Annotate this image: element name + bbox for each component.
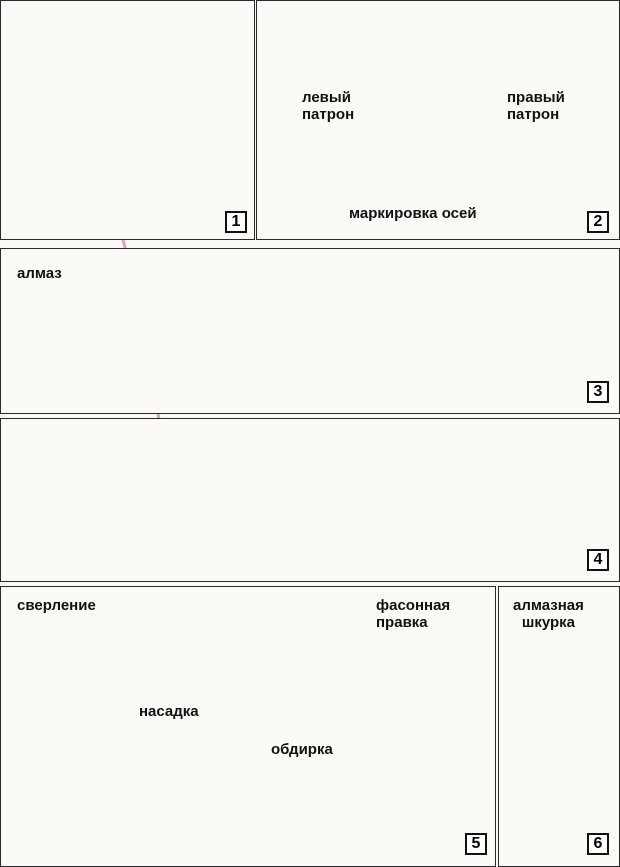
- panel-number: 3: [587, 381, 609, 403]
- diamond-label: алмаз: [17, 265, 62, 282]
- roughing-label: обдирка: [271, 741, 333, 758]
- panel-4: 4: [0, 418, 620, 582]
- panel-3: алмаз 3: [0, 248, 620, 414]
- panel-1: 1: [0, 0, 255, 240]
- panel-number: 1: [225, 211, 247, 233]
- panel-5: сверление насадка обдирка фасонная правк…: [0, 586, 496, 867]
- panel-number: 6: [587, 833, 609, 855]
- left-chuck-label: левый патрон: [302, 89, 355, 123]
- panel-6: алмазная шкурка 6: [498, 586, 620, 867]
- axis-marking-label: маркировка осей: [349, 205, 477, 222]
- panel-number: 5: [465, 833, 487, 855]
- right-chuck-label: правый патрон: [507, 89, 565, 123]
- nozzle-label: насадка: [139, 703, 199, 720]
- panel-number: 4: [587, 549, 609, 571]
- diamond-sandpaper-label: алмазная шкурка: [513, 597, 584, 631]
- panel-number: 2: [587, 211, 609, 233]
- panel-2: левый патрон правый патрон маркировка ос…: [256, 0, 620, 240]
- drilling-label: сверление: [17, 597, 96, 614]
- profile-dressing-label: фасонная правка: [376, 597, 451, 631]
